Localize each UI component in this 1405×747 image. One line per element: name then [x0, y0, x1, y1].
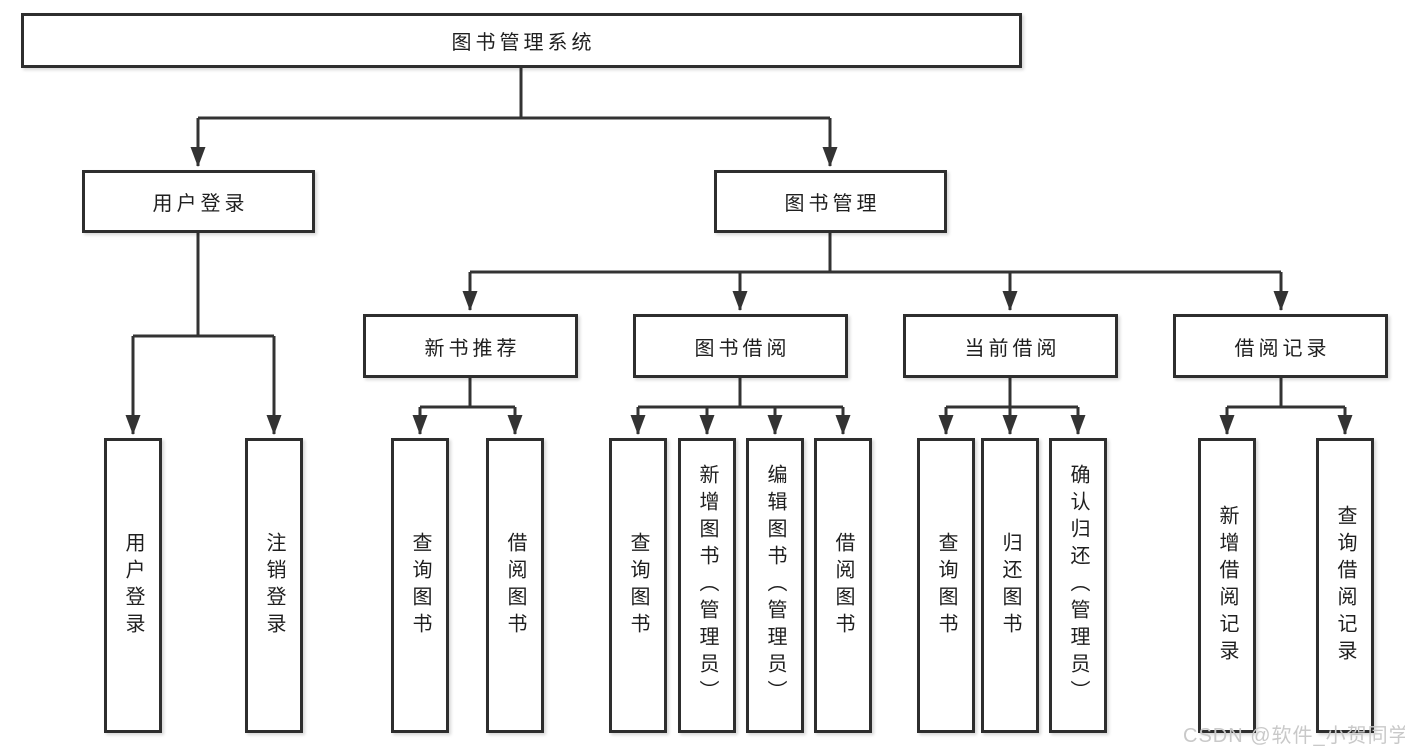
connector-book-mgmt-split	[470, 233, 1281, 274]
node-user-login-label: 用户登录	[152, 193, 249, 215]
node-book-borrow: 图书借阅	[633, 314, 848, 378]
node-book-management-label: 图书管理	[784, 193, 881, 215]
connector-recommend-split	[420, 378, 515, 409]
node-current-borrow: 当前借阅	[903, 314, 1118, 378]
node-user-login: 用户登录	[82, 170, 315, 233]
connector-current-split	[946, 378, 1078, 409]
csdn-watermark: CSDN @软件_小贺同学	[1183, 725, 1405, 747]
node-borrow-records-label: 借阅记录	[1234, 337, 1331, 360]
node-new-book-recommend: 新书推荐	[363, 314, 578, 378]
leaf-current-confirm-return-admin-label: 确认归还（管理员）	[1067, 464, 1089, 707]
leaf-borrow-borrow-books: 借阅图书	[814, 438, 872, 733]
connector-user-login-split	[133, 233, 274, 338]
leaf-recommend-borrow-books-label: 借阅图书	[504, 531, 526, 640]
leaf-logout: 注销登录	[245, 438, 303, 733]
leaf-user-login-label: 用户登录	[122, 531, 144, 640]
leaf-records-add-record: 新增借阅记录	[1198, 438, 1256, 733]
node-book-management: 图书管理	[714, 170, 947, 233]
leaf-borrow-edit-books-admin-label: 编辑图书（管理员）	[764, 464, 786, 707]
leaf-borrow-query-books: 查询图书	[609, 438, 667, 733]
leaf-records-query-record: 查询借阅记录	[1316, 438, 1374, 733]
connector-root-split	[198, 68, 830, 120]
node-borrow-records: 借阅记录	[1173, 314, 1388, 378]
leaf-logout-label: 注销登录	[263, 531, 285, 640]
leaf-recommend-query-books-label: 查询图书	[409, 531, 431, 640]
node-book-borrow-label: 图书借阅	[694, 337, 791, 360]
leaf-recommend-query-books: 查询图书	[391, 438, 449, 733]
leaf-borrow-add-books-admin-label: 新增图书（管理员）	[696, 464, 718, 707]
leaf-borrow-add-books-admin: 新增图书（管理员）	[678, 438, 736, 733]
leaf-borrow-edit-books-admin: 编辑图书（管理员）	[746, 438, 804, 733]
leaf-borrow-query-books-label: 查询图书	[627, 531, 649, 640]
leaf-user-login: 用户登录	[104, 438, 162, 733]
leaf-records-query-record-label: 查询借阅记录	[1334, 504, 1356, 667]
node-new-book-recommend-label: 新书推荐	[424, 337, 521, 360]
leaf-current-query-books: 查询图书	[917, 438, 975, 733]
leaf-current-confirm-return-admin: 确认归还（管理员）	[1049, 438, 1107, 733]
leaf-current-return-books-label: 归还图书	[999, 531, 1021, 640]
leaf-borrow-borrow-books-label: 借阅图书	[832, 531, 854, 640]
connector-records-split	[1227, 378, 1345, 409]
node-current-borrow-label: 当前借阅	[964, 337, 1061, 360]
leaf-recommend-borrow-books: 借阅图书	[486, 438, 544, 733]
leaf-current-return-books: 归还图书	[981, 438, 1039, 733]
connector-borrow-split	[638, 378, 843, 409]
leaf-current-query-books-label: 查询图书	[935, 531, 957, 640]
node-root: 图书管理系统	[21, 13, 1022, 68]
leaf-records-add-record-label: 新增借阅记录	[1216, 504, 1238, 667]
node-root-label: 图书管理系统	[451, 32, 596, 54]
